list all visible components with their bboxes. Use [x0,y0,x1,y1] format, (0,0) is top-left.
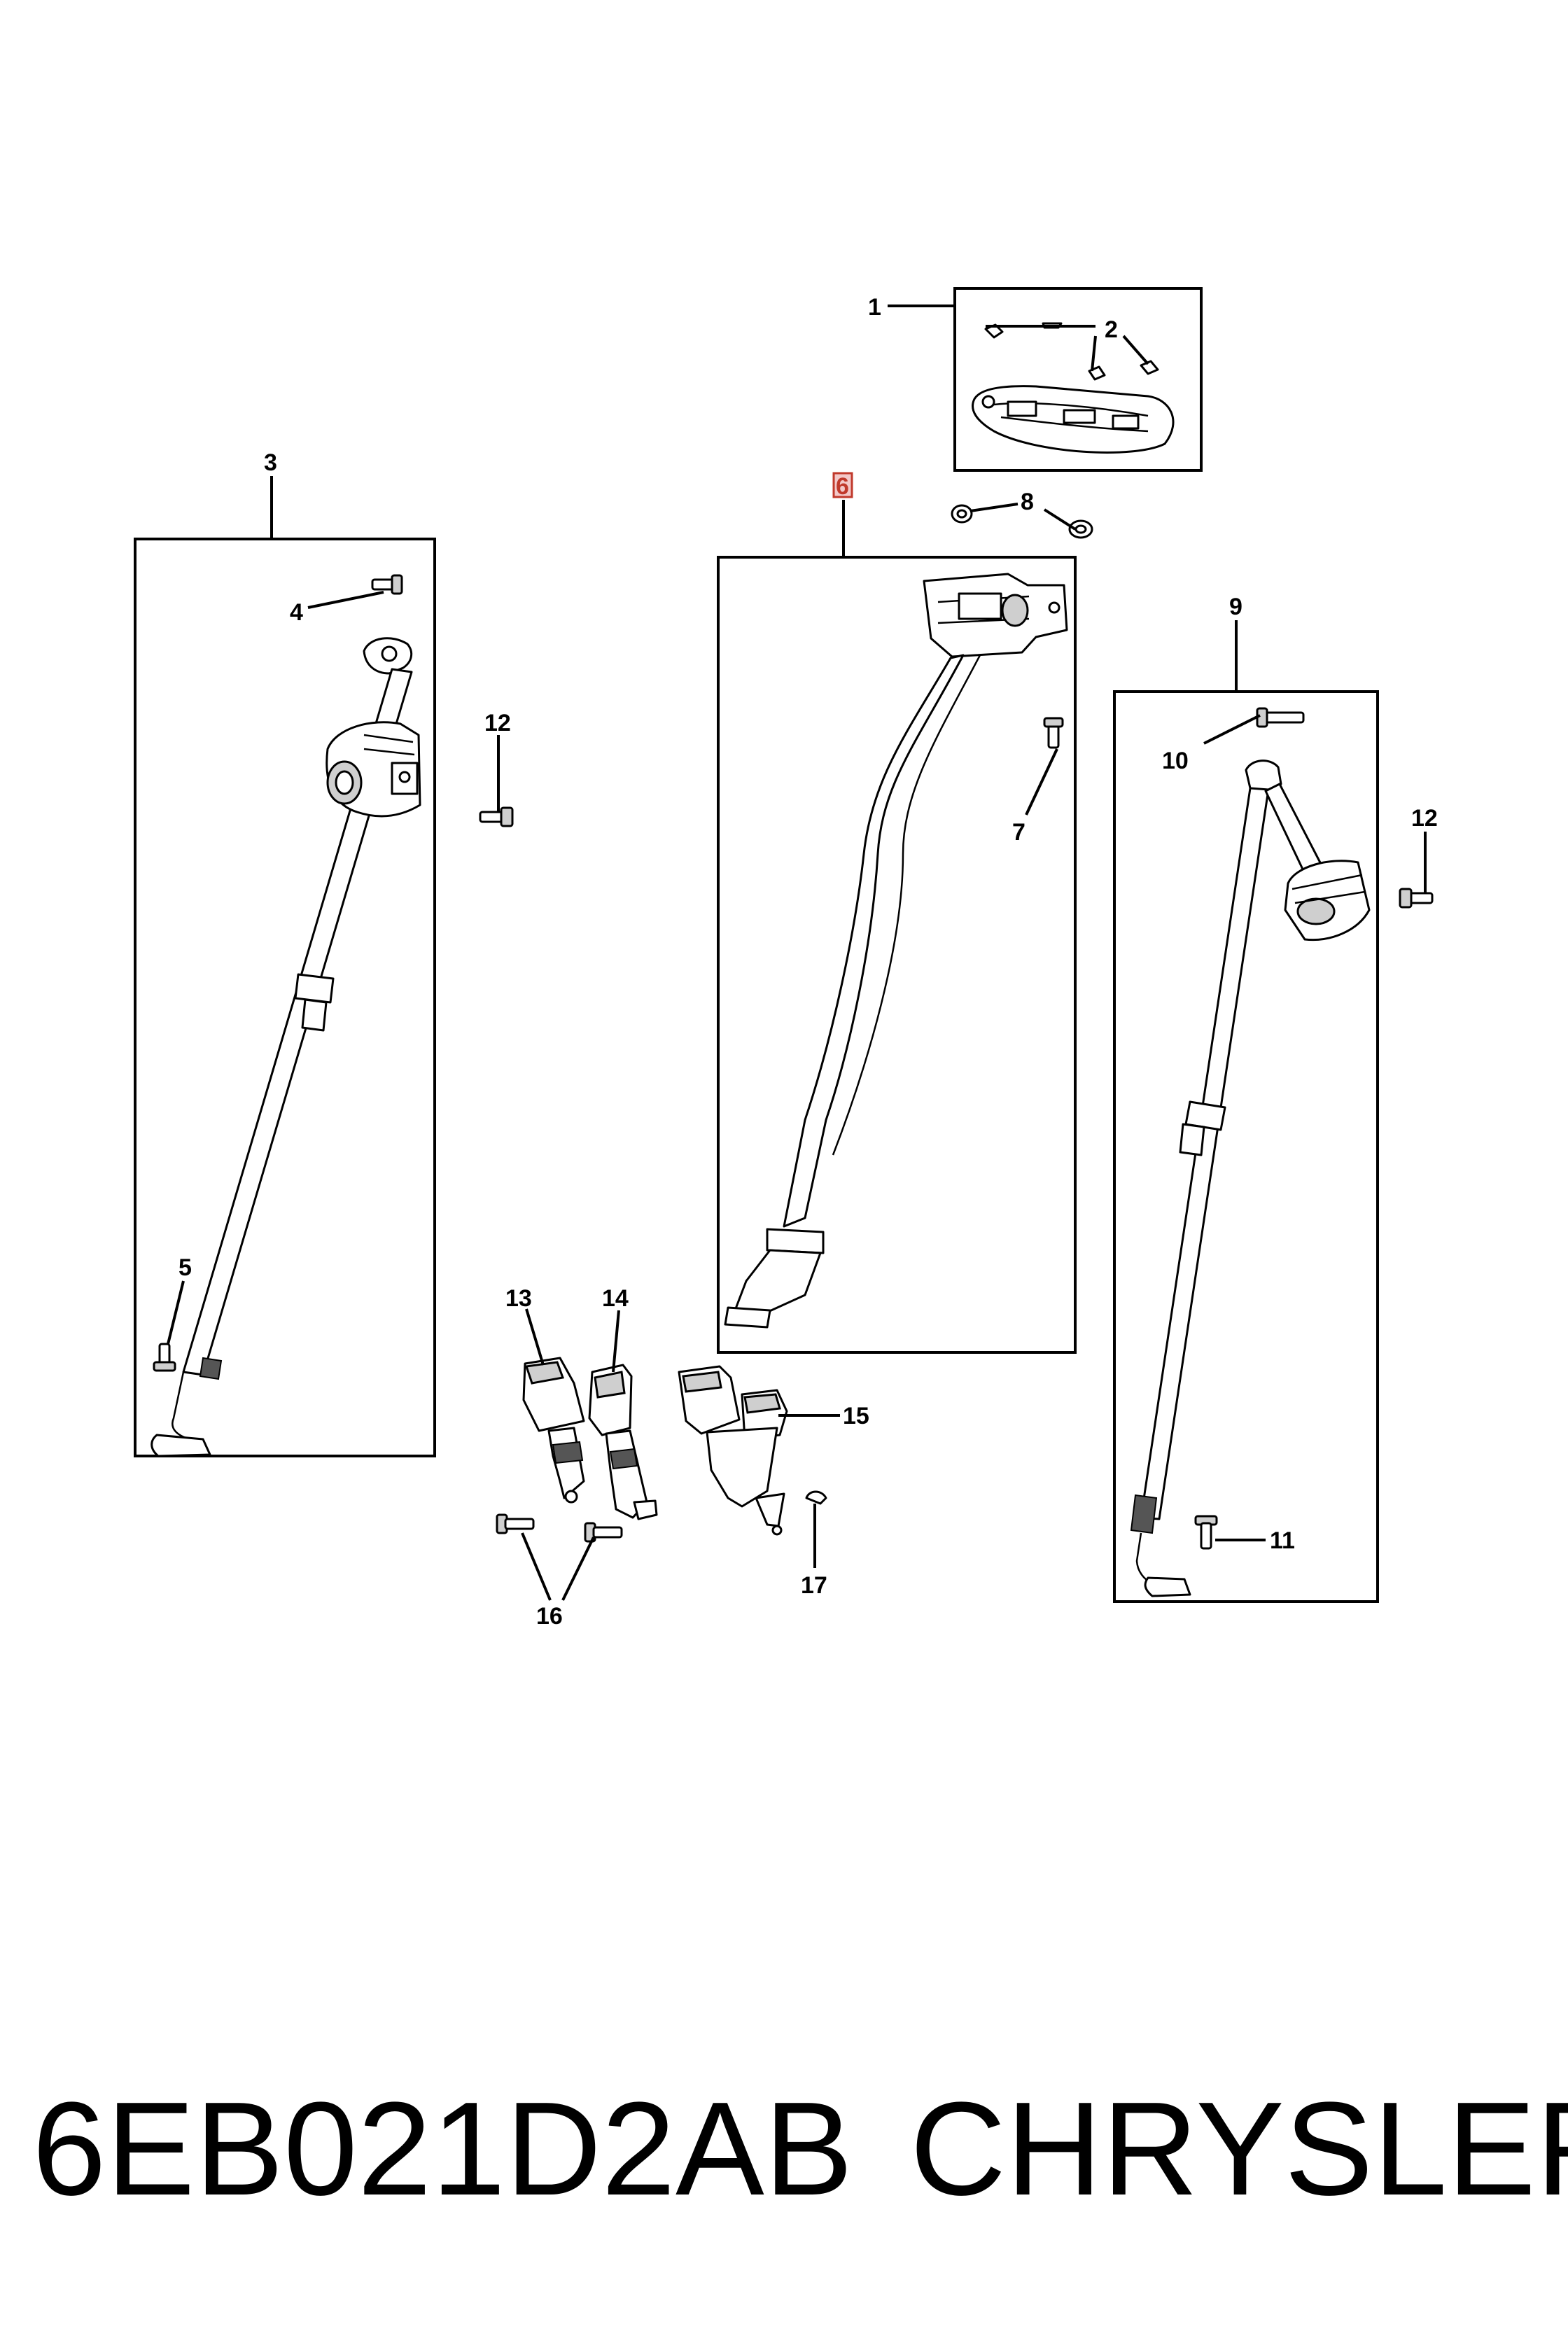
callout-8[interactable]: 8 [1021,489,1034,515]
callout-5[interactable]: 5 [178,1254,192,1281]
callout-4[interactable]: 4 [290,599,303,626]
frame-part-6 [717,556,1077,1354]
callout-13[interactable]: 13 [505,1285,532,1312]
trim-cover-assembly: 1 2 [868,287,1203,472]
part-number-label: 6EB021D2AB [32,2075,853,2223]
frame-part-9 [1113,690,1379,1603]
callout-16[interactable]: 16 [536,1603,563,1630]
callout-14[interactable]: 14 [602,1285,629,1312]
callout-3[interactable]: 3 [264,449,277,476]
retractor-right [1284,860,1371,941]
belt-webbing-right [1140,787,1270,1520]
callout-1[interactable]: 1 [868,294,881,321]
callout-2[interactable]: 2 [1105,316,1118,343]
buckle-part-14 [588,1364,658,1520]
frame-part-1 [953,287,1203,472]
bolt-part-4 [371,574,403,595]
bolt-part-11 [1194,1515,1218,1550]
buckle-part-15 [678,1365,788,1536]
callout-12-left[interactable]: 12 [484,710,511,736]
right-seat-belt-assembly: 9 10 11 [1113,594,1379,1603]
callout-7[interactable]: 7 [1012,819,1026,846]
bolt-part-7 [1043,717,1064,749]
left-seat-belt-assembly: 3 4 [134,449,436,1457]
callout-6[interactable]: 6 [836,473,849,500]
center-seat-belt-assembly: 6 7 [717,472,1077,1354]
callout-15[interactable]: 15 [843,1403,869,1429]
clip-part-17 [805,1490,827,1505]
callout-11[interactable]: 11 [1270,1527,1295,1554]
retractor-left [326,721,421,818]
tongue-center [734,1249,822,1317]
buckle-part-13 [522,1357,585,1504]
retractor-center [923,573,1068,658]
bolt-part-12-right [1399,888,1434,909]
callout-6-highlight [832,472,853,498]
nut-part-8 [951,504,1093,539]
callout-12-right[interactable]: 12 [1411,805,1438,832]
belt-webbing-center [783,654,965,1228]
bolt-part-5 [153,1343,176,1372]
bolt-part-12-left [479,806,514,827]
callout-9[interactable]: 9 [1229,594,1242,620]
bolt-part-10 [1256,707,1305,728]
callout-17[interactable]: 17 [801,1572,827,1599]
frame-part-3 [134,538,436,1457]
brand-label: CHRYSLER [910,2075,1568,2223]
callout-10[interactable]: 10 [1162,748,1189,774]
bolt-part-16 [496,1513,623,1543]
